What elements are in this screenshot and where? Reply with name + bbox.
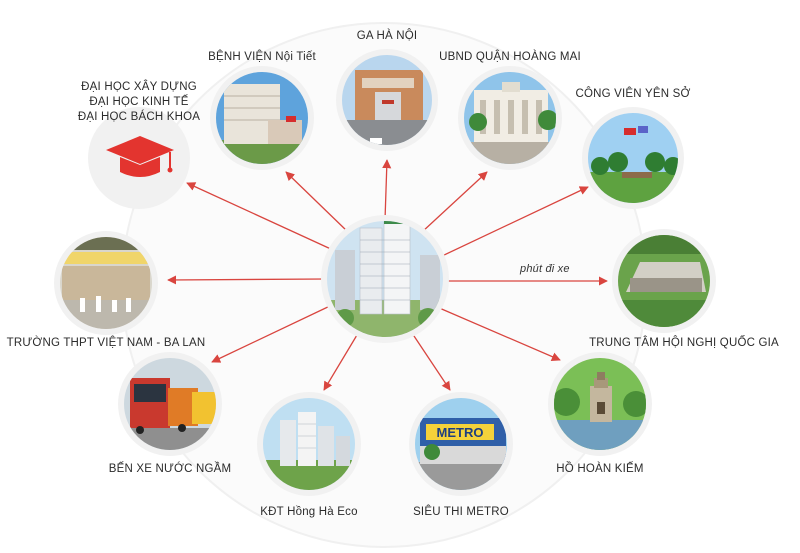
- label-trung-tam: TRUNG TÂM HỘI NGHỊ QUỐC GIA: [589, 337, 779, 349]
- label-benh-vien: BỆNH VIỆN Nội Tiết: [208, 51, 316, 63]
- label-ubnd: UBND QUẬN HOÀNG MAI: [439, 51, 581, 63]
- arrow-ubnd: [421, 171, 488, 233]
- label-dai-hoc-1: ĐẠI HỌC XÂY DỰNG: [81, 81, 197, 93]
- node-benh-vien: [210, 66, 314, 170]
- graduation-cap-icon: [106, 136, 174, 177]
- arrow-benh-vien: [285, 171, 349, 233]
- label-cong-vien: CÔNG VIÊN YÊN SỞ: [575, 88, 691, 100]
- node-cong-vien: [582, 107, 684, 209]
- node-ubnd: [458, 66, 562, 170]
- arrow-dai-hoc: [186, 182, 334, 251]
- label-dai-hoc-3: ĐẠI HỌC BÁCH KHOA: [77, 111, 201, 123]
- label-sieu-thi: SIÊU THI METRO: [413, 506, 509, 518]
- arrow-sieu-thi: [409, 329, 451, 391]
- label-dai-hoc: ĐẠI HỌC XÂY DỰNG ĐẠI HỌC KINH TẾ ĐẠI HỌC…: [78, 80, 200, 125]
- metro-sign: METRO: [437, 425, 484, 440]
- label-ho-hoan-kiem: HỒ HOÀN KIẾM: [556, 463, 644, 475]
- node-sieu-thi: METRO: [409, 392, 513, 496]
- node-dai-hoc: [88, 107, 190, 209]
- arrow-truong-thpt: [167, 275, 327, 285]
- label-ga-ha-noi: GA HÀ NỘI: [356, 30, 418, 42]
- node-trung-tam: [612, 229, 716, 333]
- arrow-note: phút đi xe: [520, 263, 570, 275]
- arrows: [167, 159, 608, 391]
- label-ben-xe: BẾN XE NƯỚC NGẦM: [108, 463, 232, 475]
- node-kdt: [257, 392, 361, 496]
- arrow-ga-ha-noi: [382, 159, 392, 221]
- node-truong-thpt: [54, 231, 158, 335]
- arrow-ben-xe: [211, 304, 333, 363]
- arrow-cong-vien: [441, 186, 589, 257]
- node-ga-ha-noi: [336, 49, 438, 151]
- label-truong-thpt: TRƯỜNG THPT VIỆT NAM - BA LAN: [6, 337, 206, 349]
- node-ho-hoan-kiem: [548, 352, 652, 456]
- node-ben-xe: [118, 352, 222, 456]
- center-tower: [321, 215, 449, 343]
- label-kdt: KĐT Hồng Hà Eco: [260, 506, 358, 518]
- arrow-kdt: [323, 329, 361, 391]
- label-dai-hoc-2: ĐẠI HỌC KINH TẾ: [89, 96, 189, 108]
- arrow-ho-hoan-kiem: [436, 306, 561, 361]
